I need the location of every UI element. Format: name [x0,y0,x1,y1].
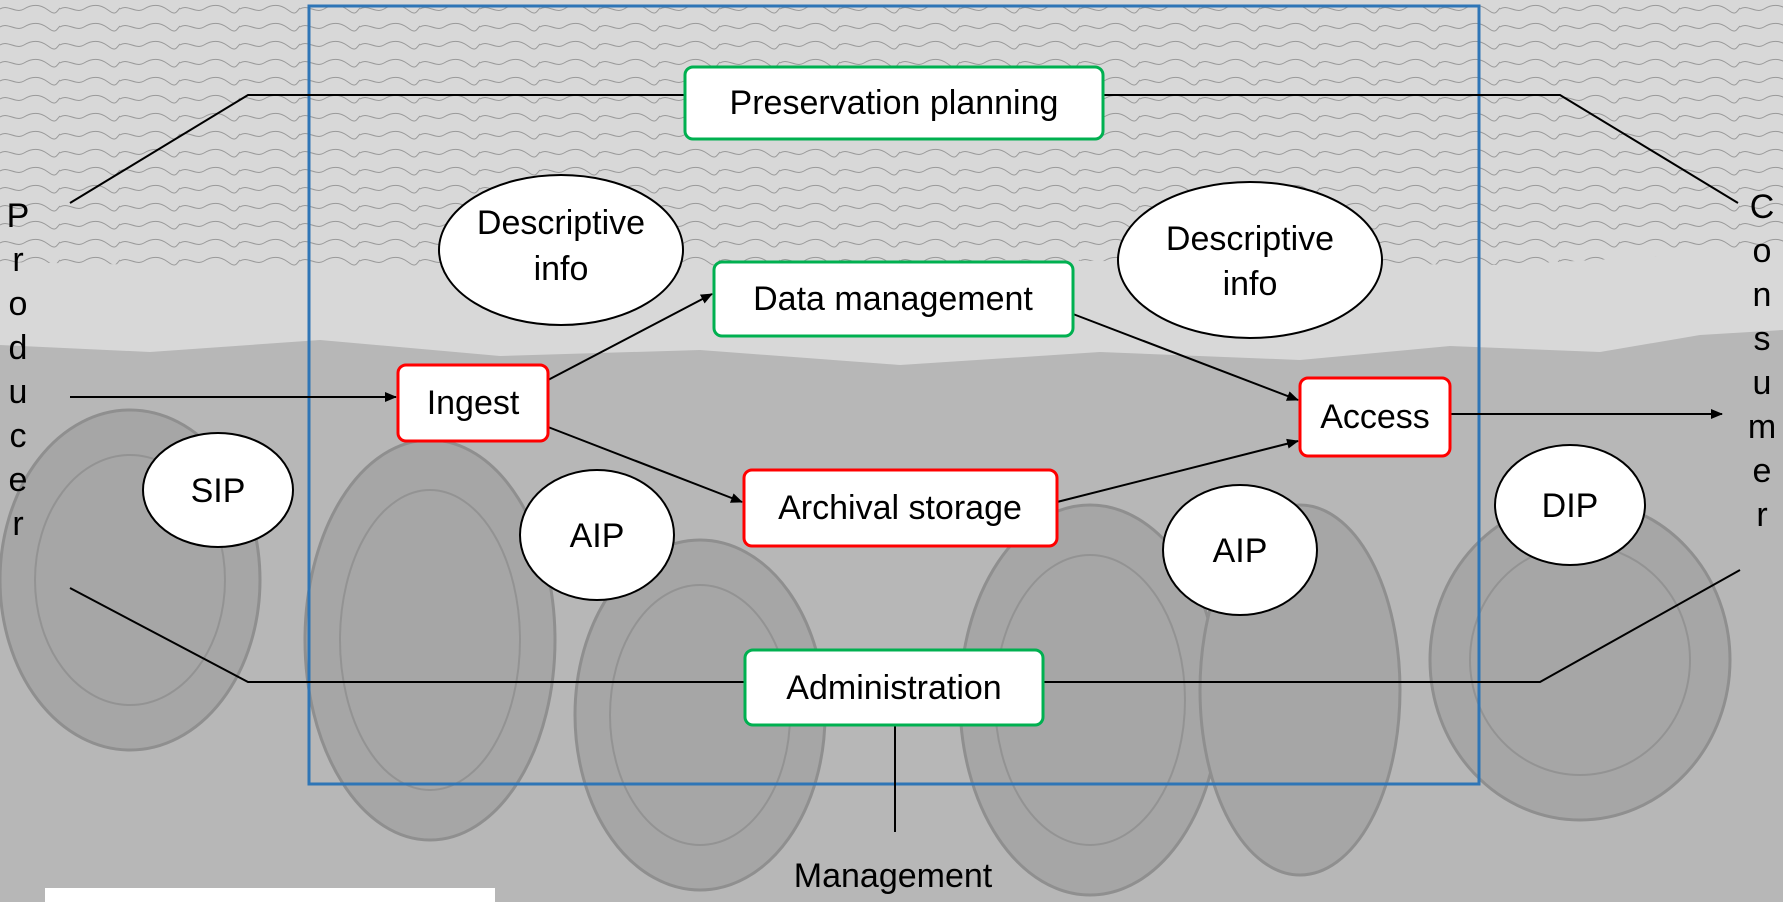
connectors [69,94,1741,832]
administration-box [743,648,1045,727]
producer-top-line [69,94,685,204]
dip-label: DIP [1542,487,1599,525]
ingest-label: Ingest [427,384,520,422]
aip-left-label: AIP [570,517,625,555]
arrow-ingest-archival-storage [547,426,743,503]
archival-storage-box [742,468,1059,548]
ingest-box [396,363,550,443]
aip-right-label: AIP [1213,532,1268,570]
administration-label: Administration [786,669,1001,707]
arrow-data-management-access [1072,313,1299,401]
preservation-planning-label: Preservation planning [730,84,1059,122]
management-label: Management [794,857,993,895]
dip-ellipse [1494,444,1646,566]
descriptive-info-left-line1: Descriptive [477,204,645,242]
access-label: Access [1320,398,1430,436]
data-management-label: Data management [753,280,1033,318]
arrow-ingest-data-management [547,293,713,381]
descriptive-info-left-ellipse [438,174,684,326]
consumer-bottom-line [1043,569,1741,683]
descriptive-info-right-line1: Descriptive [1166,220,1334,258]
aip-right-ellipse [1162,484,1318,616]
archival-storage-label: Archival storage [778,489,1022,527]
aip-left-ellipse [519,469,675,601]
seal-impressions [0,408,1732,897]
corner-label-patch [45,888,495,902]
producer-bottom-line [69,587,745,683]
access-box [1298,376,1452,458]
functional-entities: Preservation planning Data management In… [396,65,1452,727]
arrow-archival-storage-access [1056,438,1299,503]
descriptive-info-right-ellipse [1117,181,1383,339]
descriptive-info-right-line2: info [1223,265,1278,303]
sip-label: SIP [191,472,246,510]
preservation-planning-box [683,65,1105,141]
consumer-top-line [1103,94,1739,204]
descriptive-info-left-line2: info [534,250,589,288]
information-packages: Descriptive info Descriptive info SIP AI… [142,174,1646,616]
sip-ellipse [142,432,294,548]
data-management-box [712,260,1075,338]
